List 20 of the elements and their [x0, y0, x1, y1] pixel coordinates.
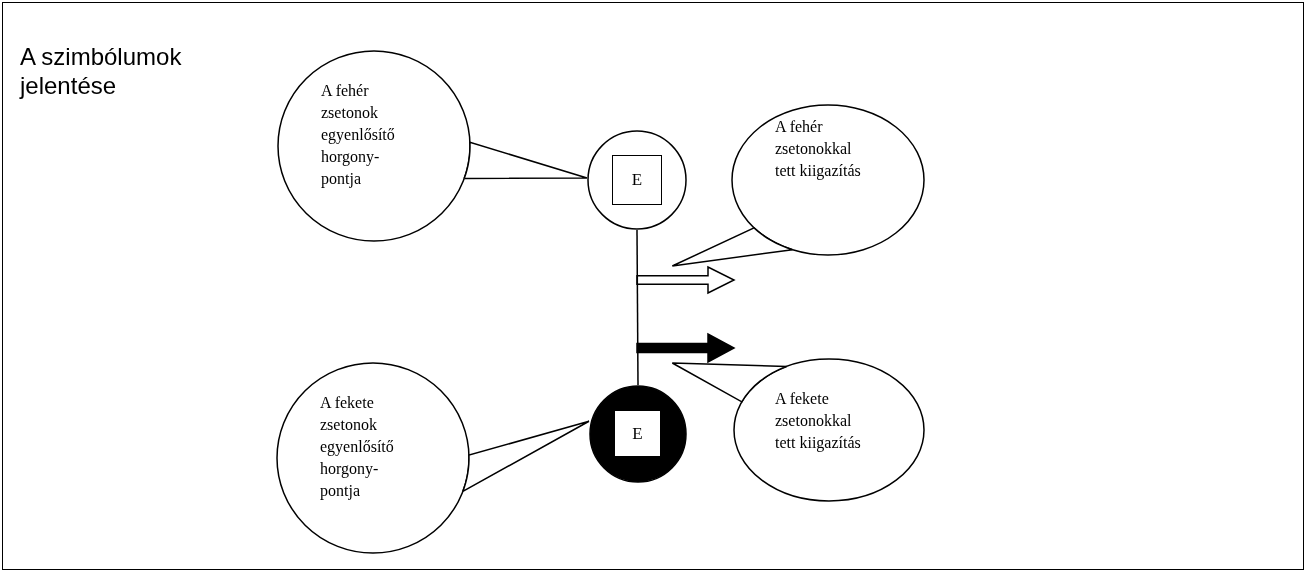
callout-text: A fekete zsetonok egyenlősítő horgony- pontja: [320, 393, 395, 502]
speech-bubble: [276, 362, 470, 554]
speech-bubble: [733, 358, 925, 502]
callout-pointer: [671, 226, 794, 267]
speech-bubble: [731, 104, 925, 256]
hollow-circle-symbol: [587, 130, 687, 230]
callout-pointer: [671, 362, 788, 403]
symbol-square: E: [612, 155, 662, 205]
hollow-arrow-symbol: [637, 266, 735, 294]
callout-text: A fekete zsetonokkal tett kiigazítás: [775, 389, 862, 454]
symbol-square: E: [614, 410, 661, 457]
speech-bubble: [277, 50, 471, 242]
solid-arrow-symbol: [637, 333, 735, 363]
callout-text: A fehér zsetonok egyenlősítő horgony- pontja: [321, 81, 396, 190]
callout-pointer: [463, 141, 588, 180]
callout-text: A fehér zsetonokkal tett kiigazítás: [775, 117, 862, 182]
filled-circle-symbol: [589, 385, 687, 483]
connector-line: [636, 229, 639, 386]
callout-pointer: [462, 420, 590, 493]
heading: A szimbólumok jelentése: [20, 42, 183, 100]
